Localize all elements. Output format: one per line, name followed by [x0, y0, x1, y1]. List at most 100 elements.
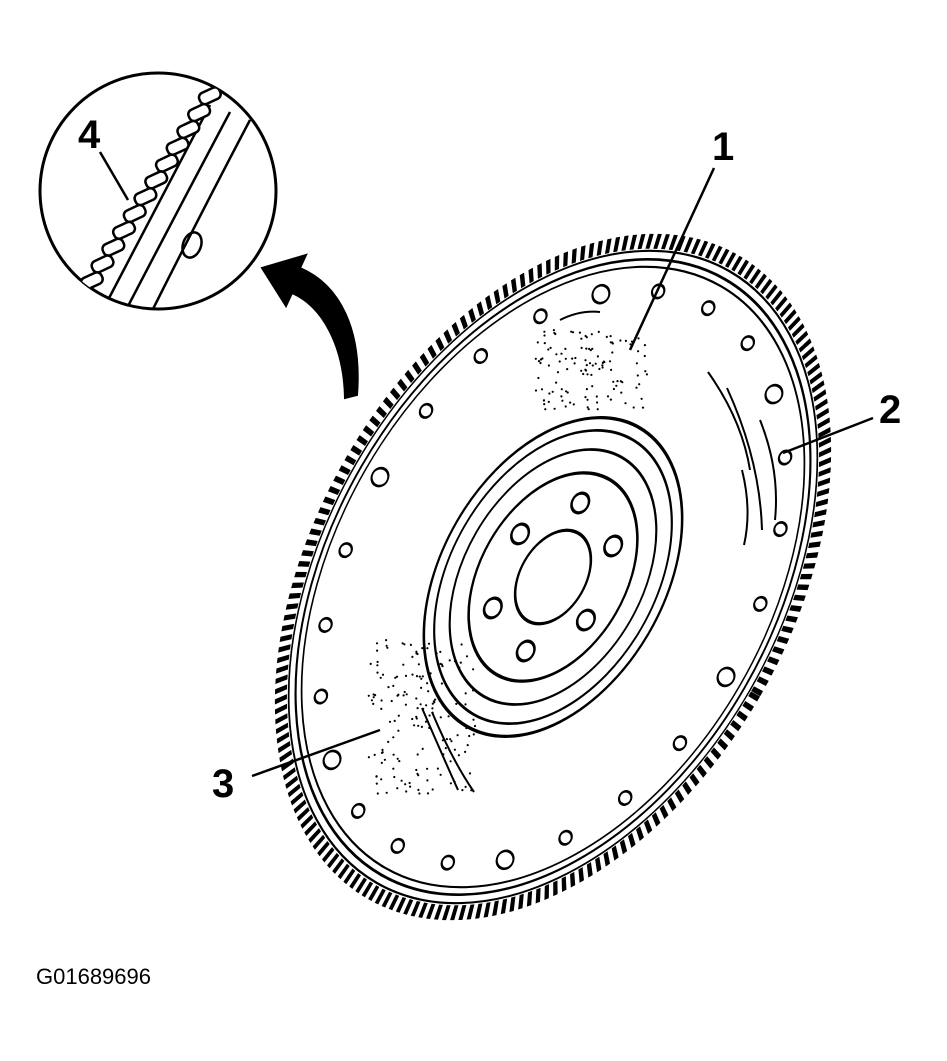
stipple-dot — [401, 642, 404, 645]
stipple-dot — [453, 748, 456, 751]
stipple-dot — [426, 767, 429, 770]
inset-bolt-hole — [181, 231, 203, 259]
stipple-dot — [542, 399, 546, 402]
stipple-dot — [643, 344, 647, 347]
stipple-dot — [464, 703, 467, 706]
inset-gear-tooth — [165, 136, 190, 156]
stipple-dot — [380, 699, 383, 702]
stipple-dot — [640, 397, 643, 400]
stipple-dot — [590, 373, 593, 376]
stipple-dot — [392, 753, 395, 756]
stipple-dot — [598, 367, 601, 371]
stipple-dot — [584, 368, 587, 371]
stipple-dot — [396, 787, 399, 790]
stipple-dot — [426, 647, 429, 650]
stipple-dot — [594, 362, 597, 365]
stipple-dot — [580, 337, 583, 340]
stipple-dot — [585, 364, 588, 367]
stipple-dot — [611, 351, 614, 354]
inset-ring-line-3 — [148, 119, 252, 309]
stipple-dot — [566, 391, 569, 394]
stipple-dot — [595, 395, 598, 398]
inset-circle — [38, 71, 278, 311]
stipple-dot — [543, 330, 546, 333]
stipple-dot — [540, 388, 544, 391]
stipple-dot — [426, 682, 429, 685]
perimeter-hole — [591, 283, 611, 305]
stipple-dot — [397, 693, 400, 696]
stipple-dot — [596, 401, 599, 404]
stipple-dot — [465, 655, 469, 658]
stipple-dot — [591, 364, 594, 367]
stipple-dot — [424, 720, 428, 723]
stipple-dot — [555, 353, 558, 356]
stipple-dot — [549, 346, 552, 349]
crank-bolt-holes — [482, 491, 624, 663]
stipple-dot — [444, 747, 447, 750]
stipple-dot — [464, 785, 467, 789]
perimeter-hole — [418, 402, 434, 419]
stipple-dot — [449, 760, 452, 763]
stipple-dot — [439, 716, 442, 719]
stipple-dot — [421, 675, 424, 678]
stipple-dot — [465, 727, 468, 730]
stipple-dot — [638, 383, 641, 386]
stipple-dot — [537, 360, 541, 363]
stipple-dot — [420, 686, 423, 690]
stipple-dot — [376, 792, 379, 795]
stipple-dot — [619, 380, 623, 383]
stipple-dot — [402, 663, 405, 666]
stipple-dot — [415, 717, 418, 720]
stipple-dot — [580, 346, 583, 349]
perimeter-hole — [338, 542, 353, 559]
stipple-dot — [415, 768, 418, 772]
stipple-dot — [405, 693, 408, 696]
stipple-dot — [439, 662, 442, 666]
stipple-dot — [372, 702, 375, 706]
stipple-dot — [411, 673, 414, 676]
perimeter-hole — [440, 854, 456, 871]
detail-inset — [38, 71, 278, 311]
stipple-dot — [468, 734, 471, 738]
stipple-dot — [636, 374, 639, 377]
stipple-dot — [536, 341, 539, 344]
hub-inner-ring — [467, 471, 639, 683]
stipple-dot — [548, 392, 551, 395]
stipple-dot — [458, 666, 461, 669]
stipple-dot — [543, 342, 546, 345]
perimeter-hole — [672, 735, 688, 752]
hub-outer-ring — [422, 416, 684, 738]
stipple-dot — [448, 659, 451, 662]
shading-arcs — [421, 310, 777, 793]
stipple-dot — [445, 738, 448, 741]
stipple-dot — [566, 368, 569, 371]
stipple-dot — [551, 390, 554, 393]
stipple-dot — [394, 676, 397, 679]
perimeter-hole — [318, 616, 333, 633]
perimeter-hole — [700, 300, 716, 317]
stipple-dot — [420, 677, 423, 680]
stipple-dot — [440, 682, 443, 685]
stipple-dot — [589, 349, 592, 352]
stipple-dot — [415, 650, 418, 653]
stipple-dot — [418, 675, 421, 678]
inset-gear-tooth — [144, 170, 169, 190]
stipple-dot — [571, 357, 574, 360]
crank-bolt-hole — [510, 522, 531, 546]
stipple-dot — [580, 369, 583, 372]
stipple-dot — [380, 778, 383, 781]
stipple-dot — [435, 652, 438, 655]
stipple-dot — [411, 655, 414, 659]
stipple-dot — [544, 408, 547, 411]
stipple-dot — [405, 790, 408, 793]
stipple-dot — [464, 750, 467, 754]
stipple-dot — [558, 360, 561, 363]
stipple-dot — [591, 385, 594, 388]
stipple-dot — [432, 700, 435, 703]
stipple-dot — [429, 672, 432, 675]
stipple-dot — [415, 715, 418, 718]
stipple-dot — [392, 736, 395, 739]
stipple-dot — [375, 775, 378, 778]
stipple-dot — [601, 366, 604, 369]
stipple-dot — [367, 756, 370, 759]
